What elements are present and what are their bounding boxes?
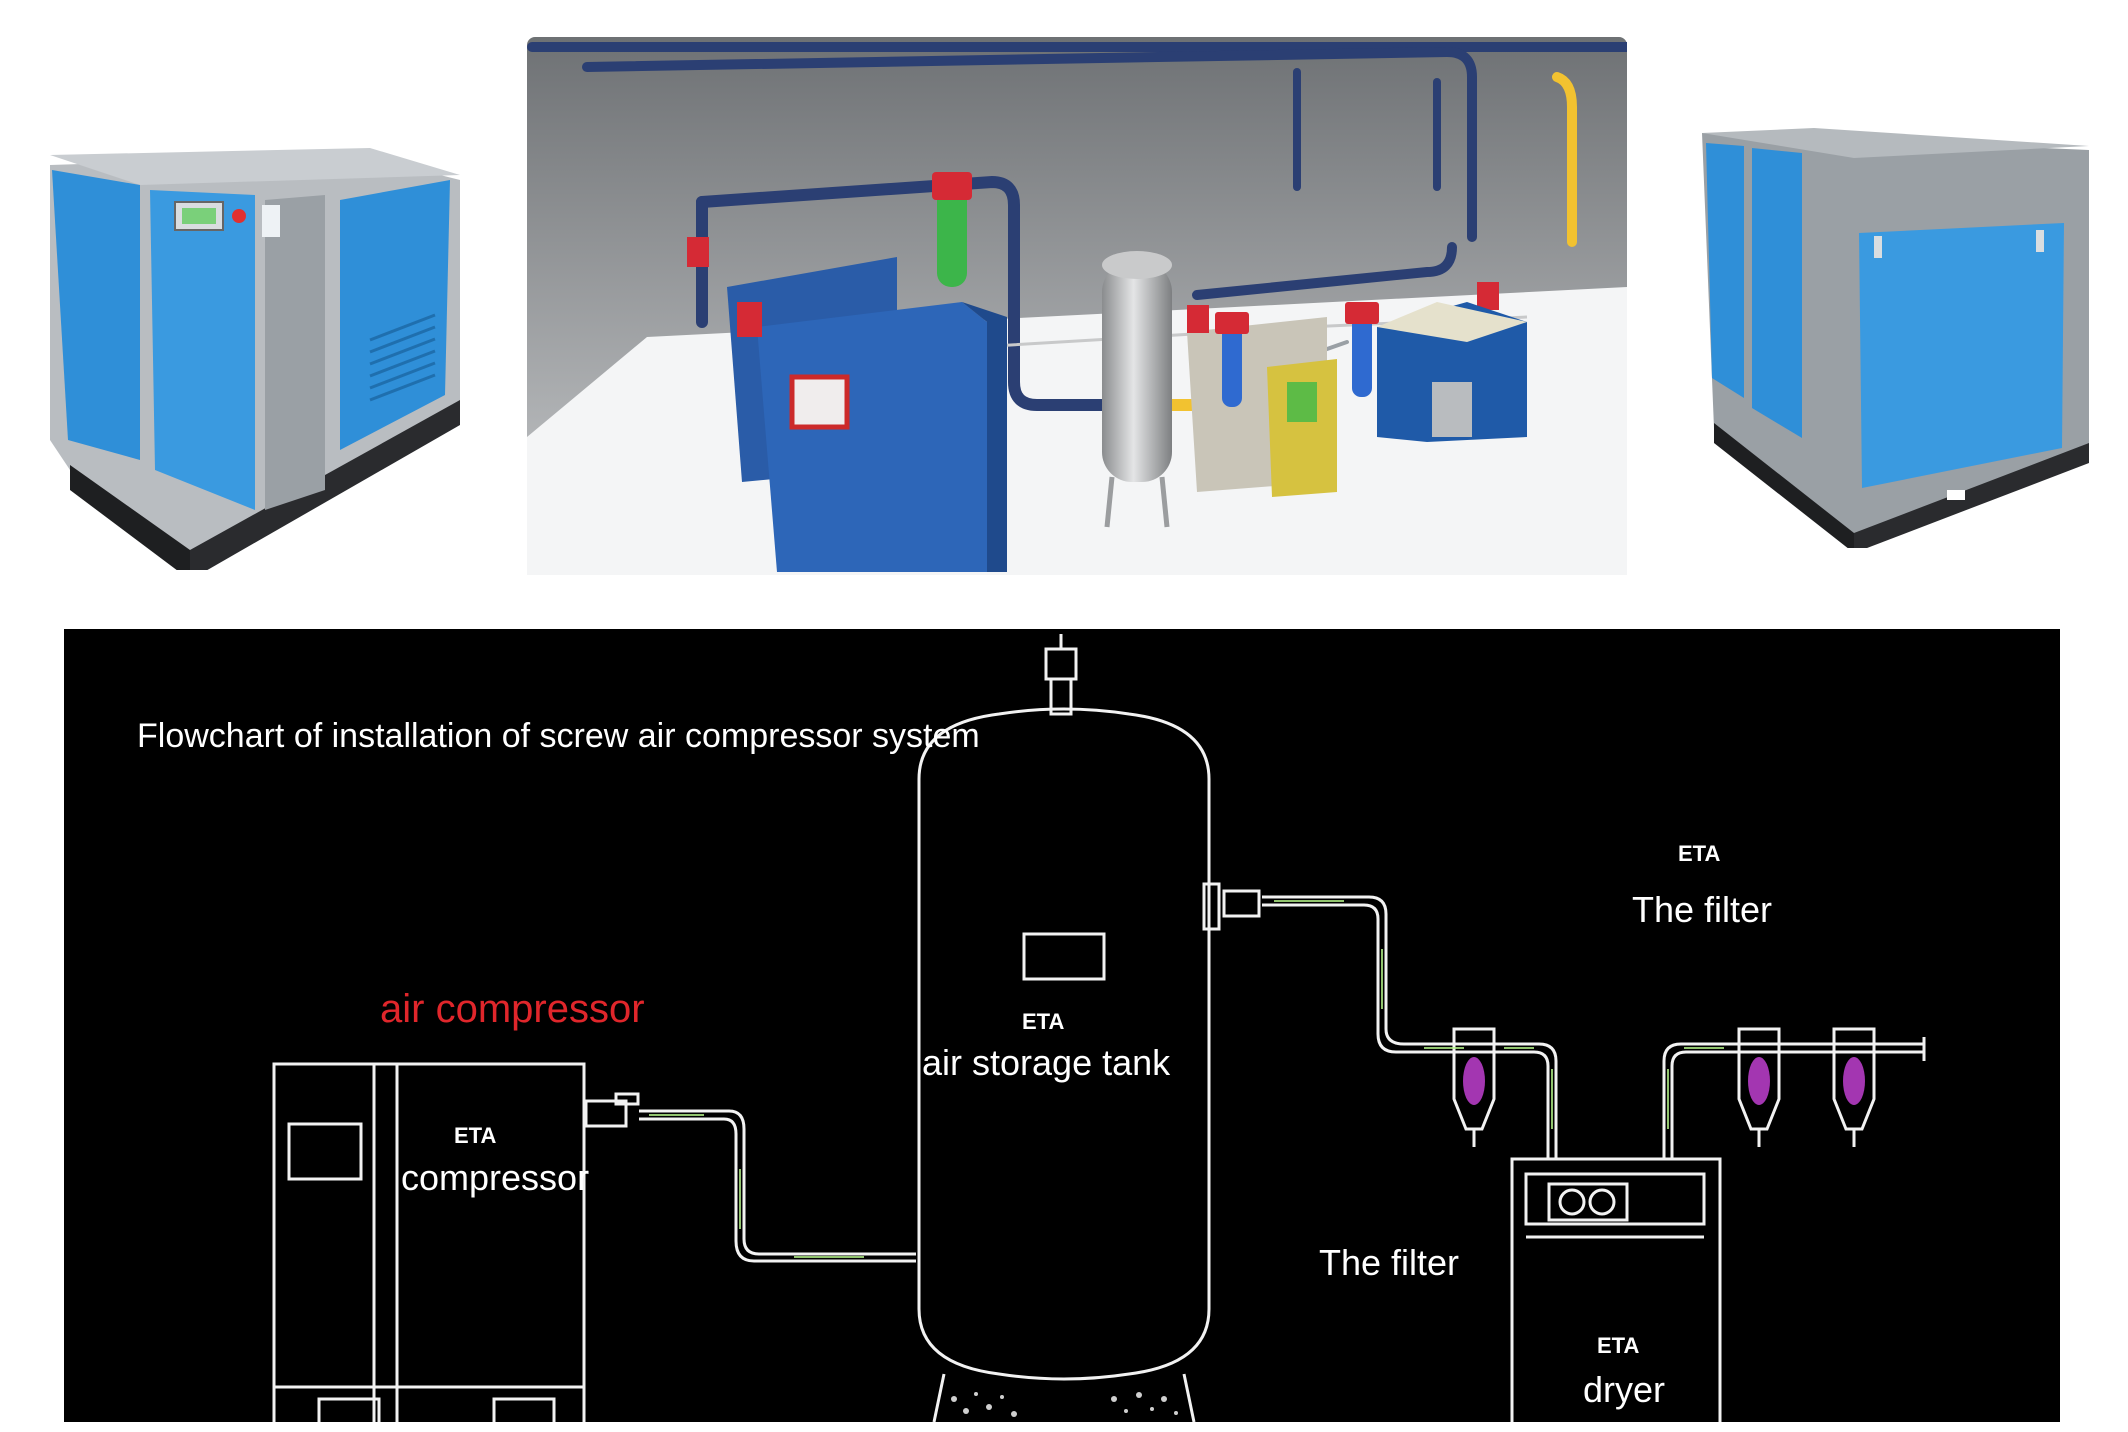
label-compressor: compressor xyxy=(401,1157,590,1198)
brand-tag-dryer: ETA xyxy=(1597,1333,1640,1358)
label-filter-top: The filter xyxy=(1632,889,1773,930)
flowchart-drawing xyxy=(272,634,1926,1422)
brand-tag-tank: ETA xyxy=(1022,1009,1065,1034)
label-filter-bottom: The filter xyxy=(1319,1242,1460,1283)
installation-3d-render xyxy=(527,37,1632,575)
compressor-rear-photo xyxy=(1694,128,2094,553)
compressor-front-photo xyxy=(40,140,470,580)
filter-3 xyxy=(1832,1027,1876,1131)
label-dryer: dryer xyxy=(1583,1369,1666,1410)
label-air-storage-tank: air storage tank xyxy=(922,1042,1171,1083)
dryer xyxy=(1510,1157,1722,1422)
brand-tag-compressor: ETA xyxy=(454,1123,497,1148)
flowchart-title: Flowchart of installation of screw air c… xyxy=(137,717,980,755)
brand-tag-filter: ETA xyxy=(1678,841,1721,866)
air-compressor-heading: air compressor xyxy=(380,987,645,1031)
filter-2 xyxy=(1737,1027,1781,1131)
air-storage-tank xyxy=(917,707,1211,1381)
flowchart-panel: Flowchart of installation of screw air c… xyxy=(64,629,2060,1422)
filter-1 xyxy=(1452,1027,1496,1131)
compressor-cabinet xyxy=(272,1062,586,1422)
